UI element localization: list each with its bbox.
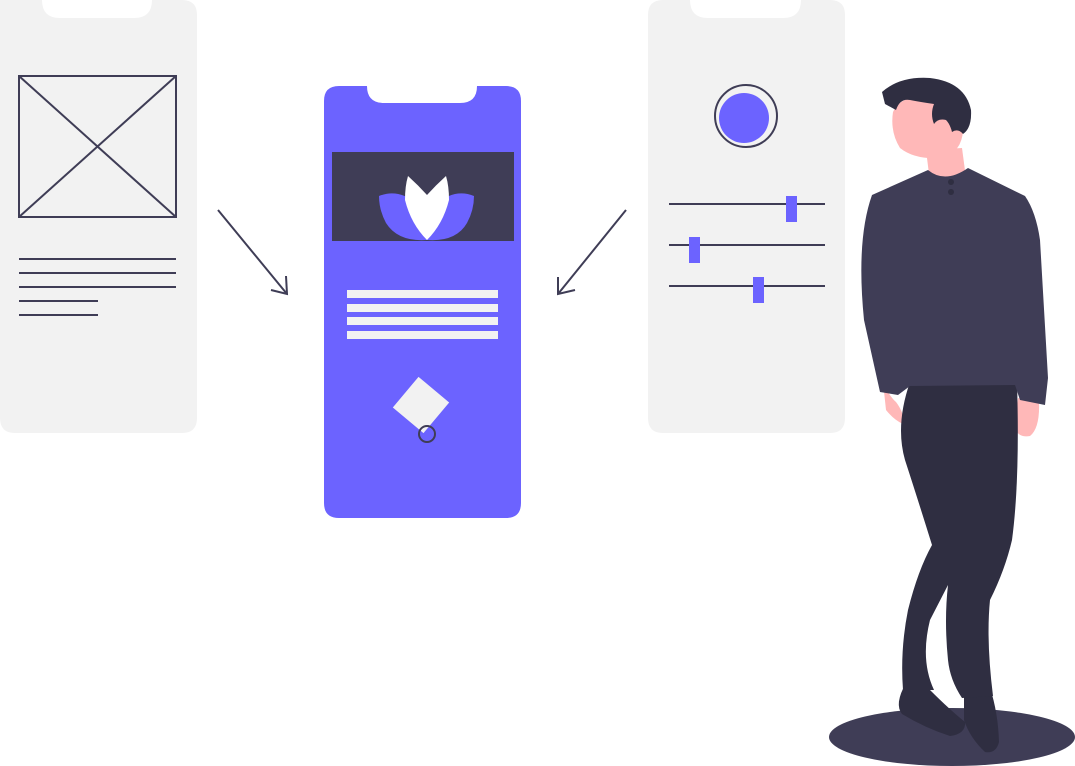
center-phone-text-block — [347, 290, 498, 339]
slider-controls — [669, 196, 825, 303]
text-bar — [347, 290, 498, 298]
hair — [882, 77, 972, 134]
right-phone-body — [648, 0, 845, 433]
left-shoe — [898, 683, 966, 736]
shirt — [861, 168, 1048, 405]
arrow-left-to-center-icon — [217, 209, 289, 296]
arrow-right-to-center-icon — [557, 209, 627, 296]
avatar-circle-icon — [714, 84, 778, 148]
slider-thumb[interactable] — [689, 237, 700, 263]
shirt-buttons — [948, 179, 954, 195]
left-wireframe-phone — [0, 0, 197, 433]
image-placeholder-icon — [18, 75, 177, 218]
center-phone-body — [324, 86, 521, 518]
floor-shadow — [829, 708, 1075, 766]
slider-3[interactable] — [669, 277, 825, 303]
right-shoe — [964, 688, 999, 753]
slider-thumb[interactable] — [753, 277, 764, 303]
diamond-shape-icon — [392, 376, 450, 443]
right-hand — [1015, 398, 1040, 437]
right-wireframe-phone — [648, 0, 845, 433]
slider-1[interactable] — [669, 196, 825, 222]
slider-2[interactable] — [669, 237, 825, 263]
lotus-icon — [379, 176, 474, 241]
text-bar — [347, 331, 498, 339]
head — [882, 77, 972, 159]
pants — [901, 382, 1018, 698]
slider-thumb[interactable] — [786, 196, 797, 222]
standing-man-figure — [829, 77, 1075, 766]
left-phone-text-lines — [19, 258, 176, 316]
text-bar — [347, 317, 498, 325]
text-bar — [347, 304, 498, 312]
center-phone — [324, 86, 521, 518]
